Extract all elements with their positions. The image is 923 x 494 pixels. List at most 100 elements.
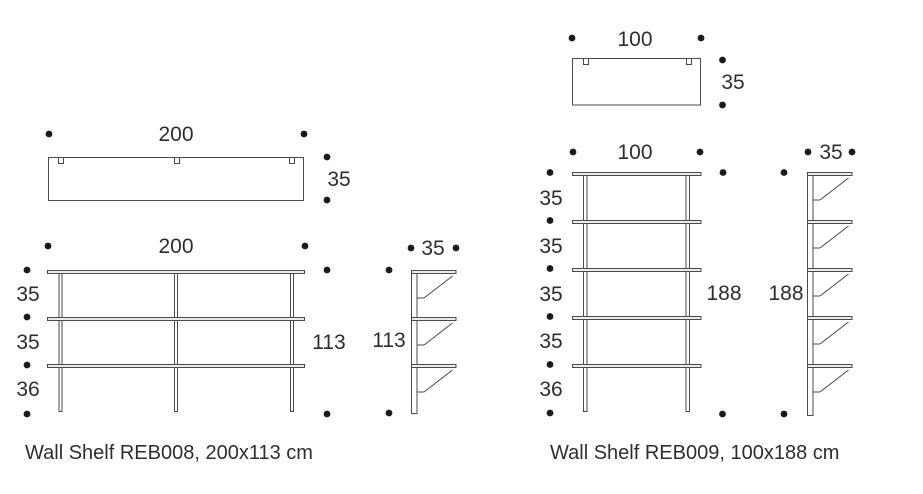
reb008-side-height-dimension: 113: [372, 266, 406, 417]
shelf: [47, 364, 305, 368]
bracket-diagonal: [819, 225, 849, 249]
dim-label-width: 100: [617, 28, 652, 51]
dim-label-row: 35: [539, 283, 562, 306]
mount-notch: [289, 157, 295, 164]
dim-dot: [780, 410, 788, 418]
post: [58, 270, 63, 412]
shelf: [807, 172, 853, 176]
dim-dot: [301, 242, 309, 250]
shelf: [411, 317, 457, 321]
shelf: [572, 172, 702, 176]
dim-dot: [568, 34, 576, 42]
dim-label-height: 188: [768, 282, 803, 305]
dim-label-depth: 35: [421, 237, 444, 260]
shelf: [572, 220, 702, 224]
shelf: [807, 220, 853, 224]
dim-label-depth: 35: [819, 141, 842, 164]
bracket-diagonal: [819, 177, 849, 201]
reb009-top-view: [572, 58, 701, 106]
bracket-diagonal: [423, 275, 453, 299]
dim-label-height: 113: [312, 331, 345, 354]
dim-dot: [546, 361, 554, 368]
reb008-front-height-dimension: 113: [312, 266, 346, 418]
dim-dot: [719, 101, 726, 109]
shelf: [572, 364, 702, 368]
shelf: [572, 268, 702, 272]
dim-label-row: 36: [539, 378, 562, 401]
dim-dot: [323, 153, 331, 161]
dim-dot: [719, 169, 727, 176]
dim-dot: [23, 361, 31, 369]
reb009-side-view: [807, 172, 853, 416]
reb008-top-width-dimension: 200: [45, 123, 308, 146]
dim-dot: [696, 148, 704, 156]
dim-label-height: 113: [372, 329, 405, 352]
dim-dot: [23, 410, 31, 418]
dim-dot: [300, 130, 308, 138]
post: [290, 270, 294, 412]
wall-rail: [411, 270, 418, 414]
post: [685, 172, 690, 412]
bracket-diagonal: [423, 322, 453, 346]
dim-dot: [719, 410, 726, 418]
dim-label-row: 35: [16, 331, 39, 354]
dim-dot: [44, 242, 52, 250]
dim-label-row: 35: [16, 283, 39, 306]
reb008-top-panel: [48, 157, 304, 201]
dim-dot: [323, 410, 331, 418]
dim-dot: [546, 313, 554, 320]
dim-label-row: 35: [539, 330, 562, 353]
reb008-side-depth-dimension: 35: [407, 237, 460, 260]
shelf: [411, 270, 457, 274]
dim-label-row: 36: [16, 378, 39, 401]
dim-dot: [546, 265, 554, 272]
dim-dot: [546, 409, 554, 417]
dim-label-row: 35: [539, 187, 562, 210]
dim-label-depth: 35: [327, 168, 350, 191]
product-caption-reb008: Wall Shelf REB008, 200x113 cm: [25, 442, 313, 464]
dim-label-width: 200: [158, 235, 193, 258]
shelf: [572, 316, 702, 320]
dim-label-depth: 35: [721, 71, 744, 94]
dim-dot: [452, 244, 460, 252]
reb008-side-view: [411, 270, 457, 414]
product-caption-reb009: Wall Shelf REB009, 100x188 cm: [550, 442, 840, 464]
bracket-diagonal: [423, 369, 453, 393]
dim-dot: [780, 169, 788, 176]
dim-dot: [385, 266, 393, 274]
dim-label-height: 188: [706, 282, 741, 305]
reb009-top-depth-dimension: 35: [719, 56, 745, 109]
shelf: [411, 364, 457, 368]
reb008-top-depth-dimension: 35: [323, 153, 351, 204]
dim-label-width: 100: [617, 141, 652, 164]
dim-label-width: 200: [158, 123, 193, 146]
dim-label-row: 35: [539, 235, 562, 258]
reb008-top-view: [48, 157, 304, 201]
reb009-front-height-dimension: 188: [706, 169, 742, 418]
reb008-front-view: [47, 270, 305, 412]
dim-dot: [45, 130, 53, 138]
bracket-diagonal: [819, 273, 849, 297]
dim-dot: [407, 244, 415, 252]
dim-dot: [848, 148, 856, 156]
reb009-front-width-dimension: 100: [569, 141, 704, 164]
reb009-front-row-dimensions: 35 35 35 35 36: [539, 169, 563, 417]
reb008-front-width-dimension: 200: [44, 235, 309, 258]
dim-dot: [569, 148, 577, 156]
mount-notch: [686, 58, 692, 65]
dim-dot: [385, 409, 393, 417]
dim-dot: [719, 56, 726, 64]
shelf: [47, 270, 305, 274]
reb009-front-view: [572, 172, 702, 412]
dim-dot: [23, 266, 31, 274]
post: [174, 270, 178, 412]
dim-dot: [697, 34, 705, 42]
dim-dot: [804, 148, 812, 156]
reb008-front-row-dimensions: 35 35 36: [16, 266, 40, 418]
mount-notch: [174, 157, 180, 164]
bracket-diagonal: [819, 369, 849, 393]
reb009-side-depth-dimension: 35: [804, 141, 856, 164]
reb009-side-height-dimension: 188: [768, 169, 804, 418]
